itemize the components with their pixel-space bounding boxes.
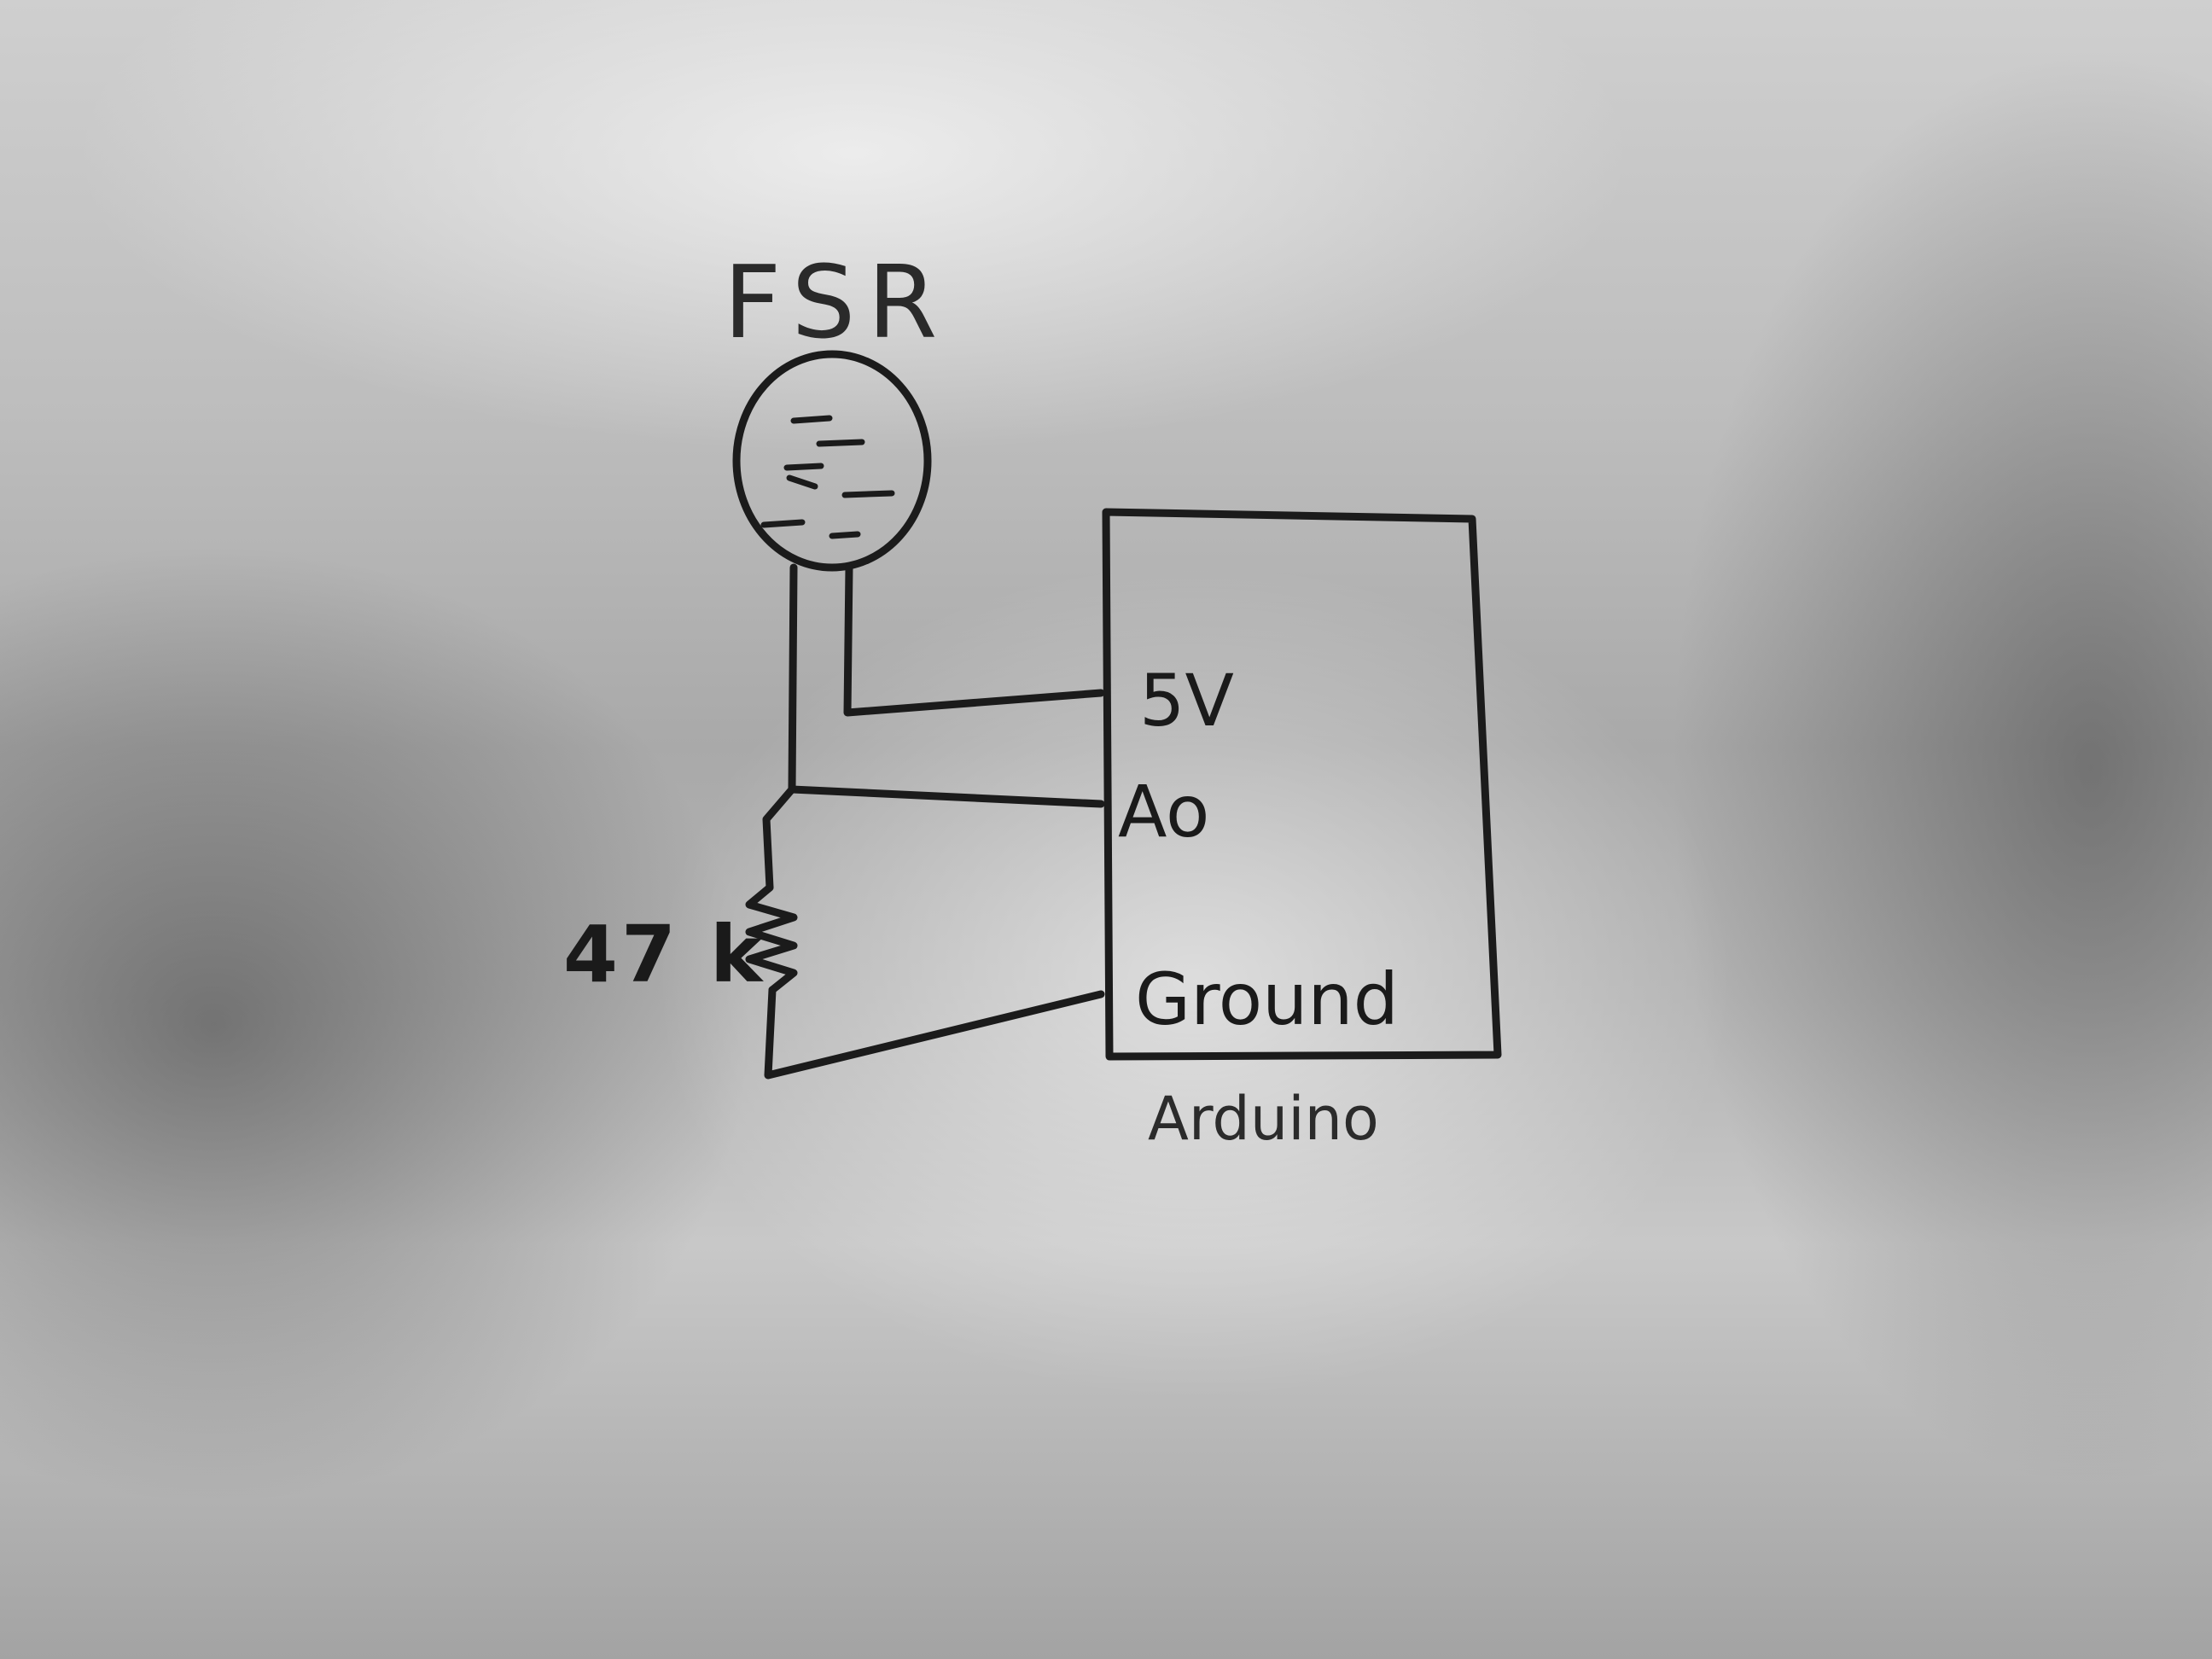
wire-node-to-resistor (762, 785, 796, 892)
pin-5v-label: 5V (1139, 659, 1234, 742)
wire-node-to-a0 (788, 785, 1105, 808)
arduino-label: Arduino (1148, 1084, 1379, 1154)
resistor-symbol (745, 883, 798, 994)
fsr-circle (732, 350, 932, 572)
resistor-label: 47 k (563, 909, 765, 1000)
arduino-board-outline (1102, 508, 1502, 1061)
wire-resistor-to-ground (764, 986, 1105, 1080)
fsr-label: FSR (724, 243, 950, 361)
fsr-pattern (760, 415, 895, 539)
wire-fsr-to-node (788, 563, 798, 794)
fsr-sensor (732, 350, 932, 572)
pin-ground-label: Ground (1135, 958, 1399, 1041)
wire-fsr-to-5v (843, 563, 1105, 717)
pin-a0-label: Ao (1118, 770, 1209, 853)
